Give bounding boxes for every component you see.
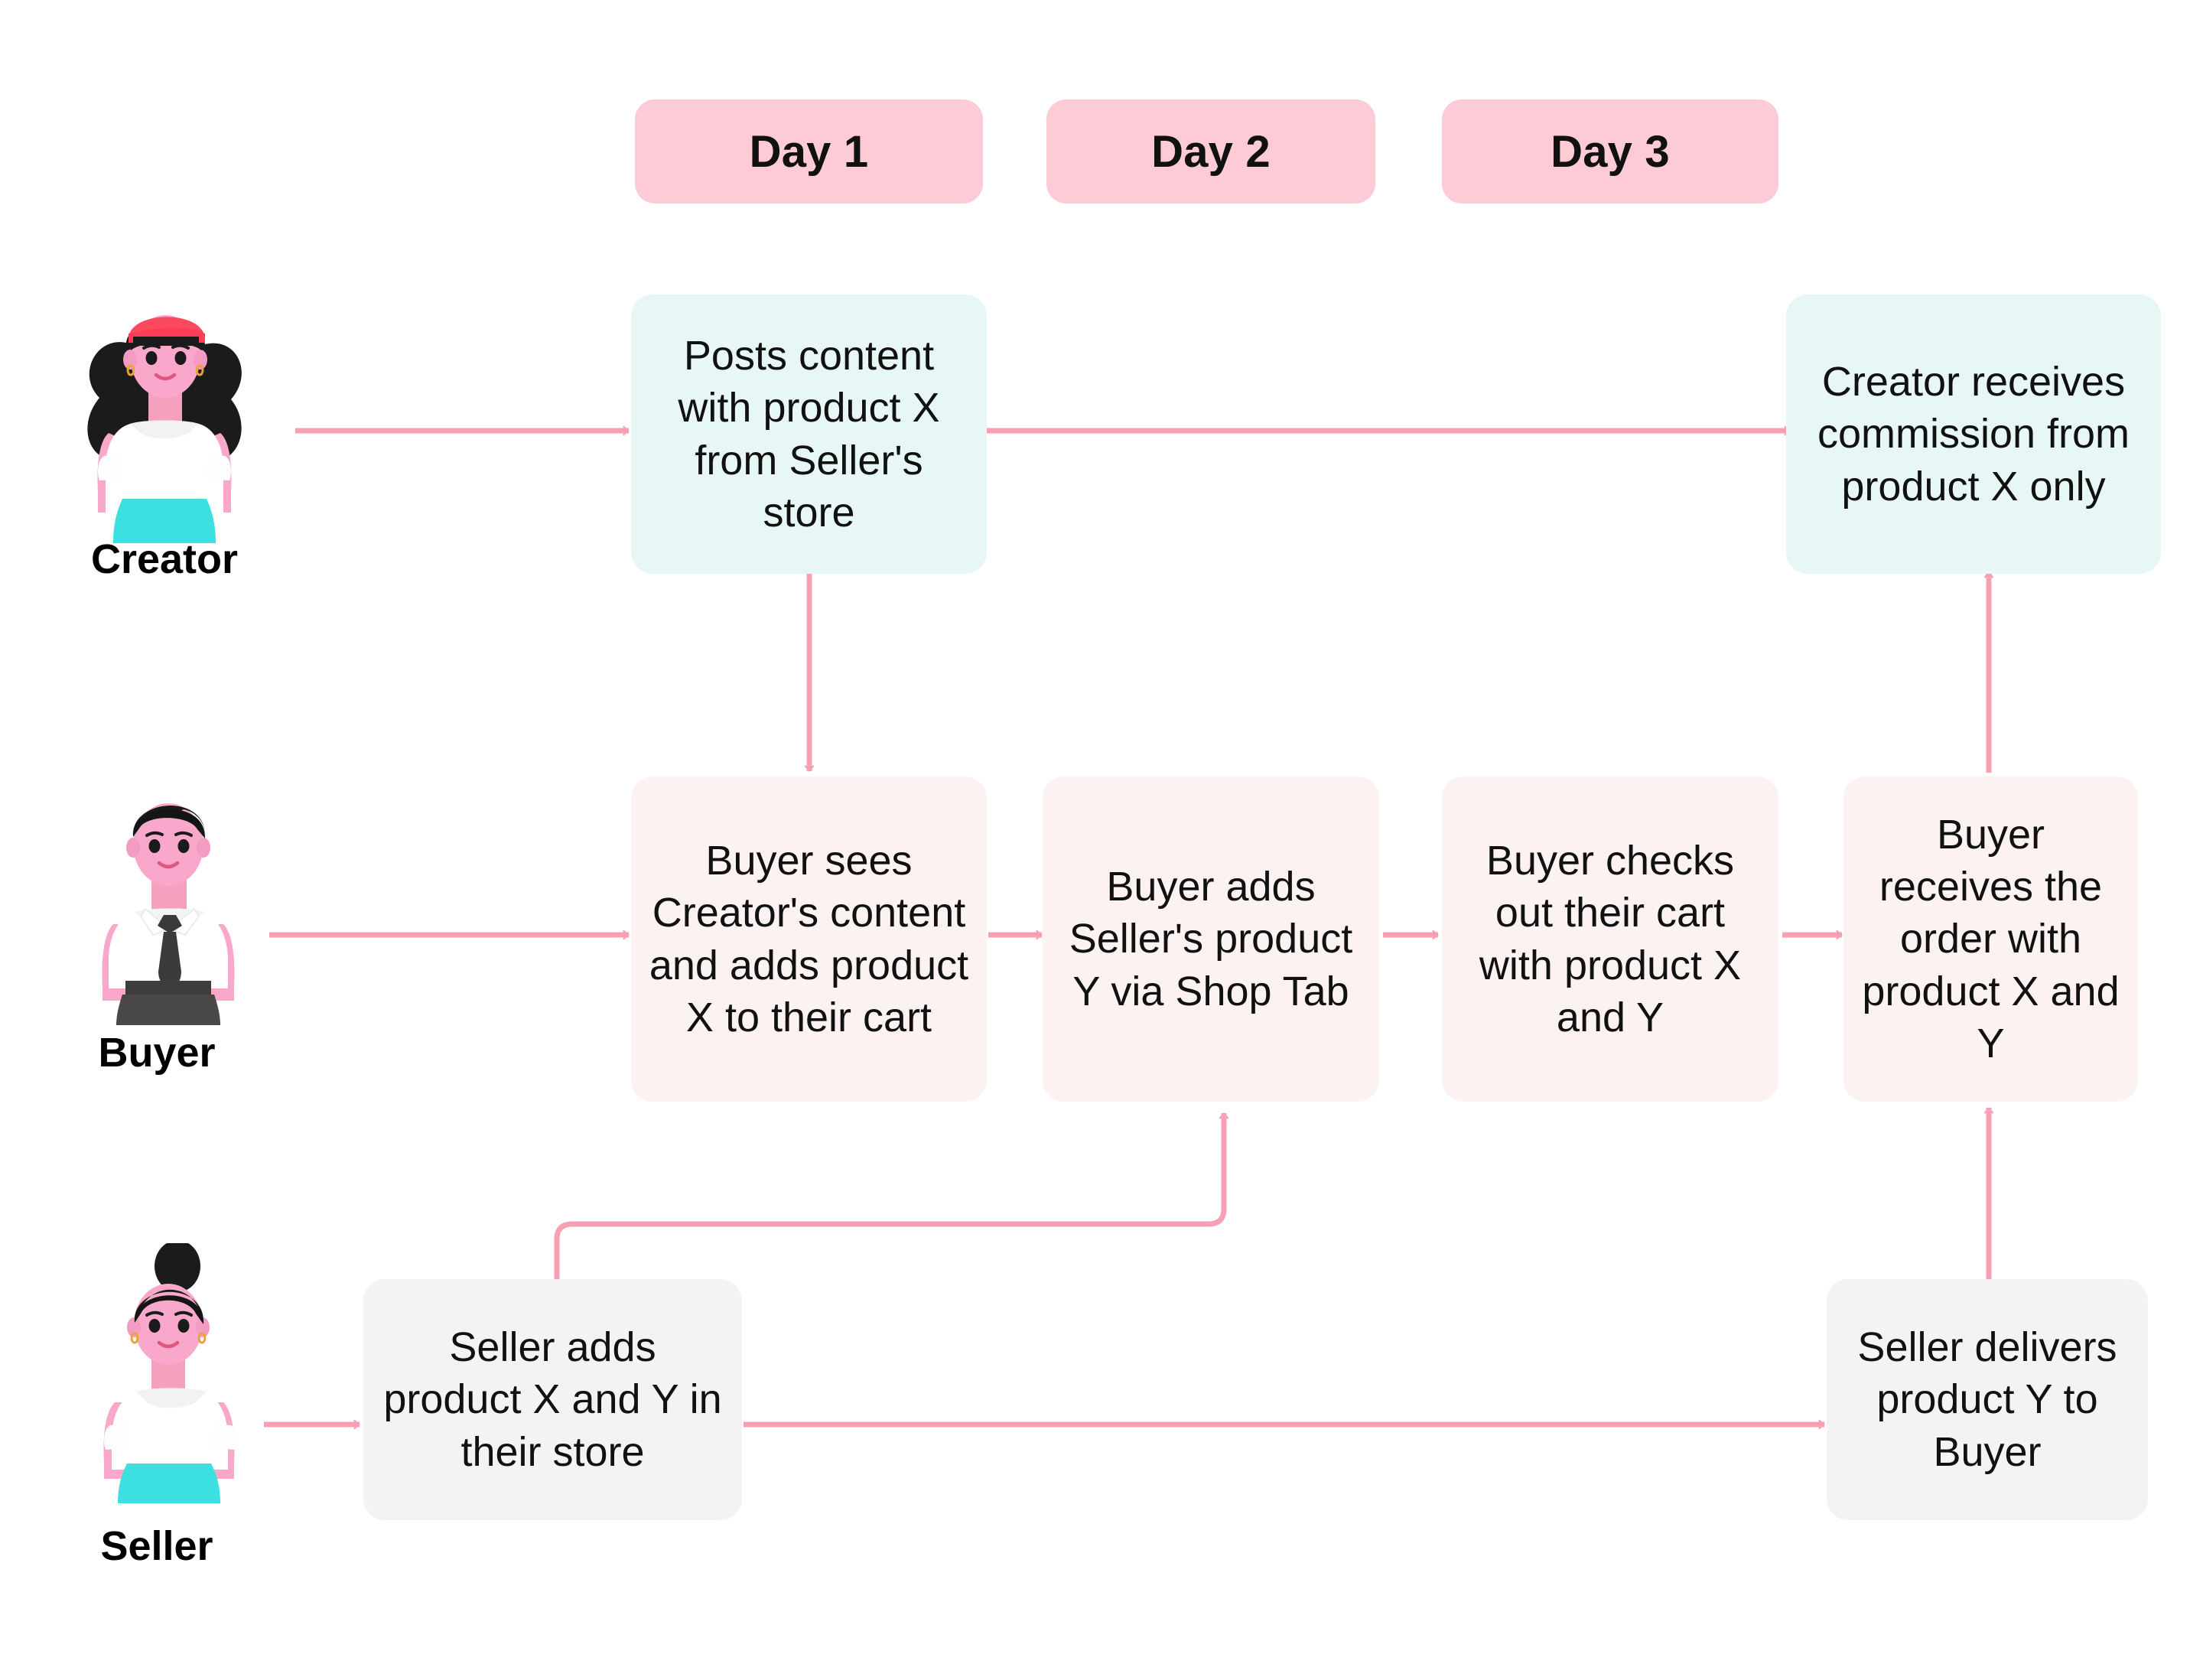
node-creator-commission[interactable]: Creator receives commission from product… [1786, 295, 2161, 574]
creator-avatar [54, 283, 275, 543]
day-badge-2: Day 2 [1046, 99, 1375, 203]
day-badge-3: Day 3 [1442, 99, 1778, 203]
node-buyer-checkout[interactable]: Buyer checks out their cart with product… [1442, 777, 1778, 1102]
node-buyer-receives-order[interactable]: Buyer receives the order with product X … [1843, 777, 2138, 1102]
node-creator-posts[interactable]: Posts content with product X from Seller… [631, 295, 987, 574]
node-buyer-sees[interactable]: Buyer sees Creator's content and adds pr… [631, 777, 987, 1102]
wire-selleradds-to-buyeradds-2 [554, 1113, 1224, 1279]
lane-label-seller: Seller [100, 1523, 213, 1569]
buyer-avatar [61, 765, 275, 1025]
node-seller-adds-products[interactable]: Seller adds product X and Y in their sto… [363, 1279, 742, 1520]
day-badge-1: Day 1 [635, 99, 983, 203]
lane-label-creator: Creator [90, 536, 239, 582]
node-seller-delivers[interactable]: Seller delivers product Y to Buyer [1827, 1279, 2148, 1520]
seller-avatar [61, 1243, 275, 1503]
node-buyer-adds-product-y[interactable]: Buyer adds Seller's product Y via Shop T… [1043, 777, 1379, 1102]
lane-label-buyer: Buyer [98, 1030, 216, 1076]
